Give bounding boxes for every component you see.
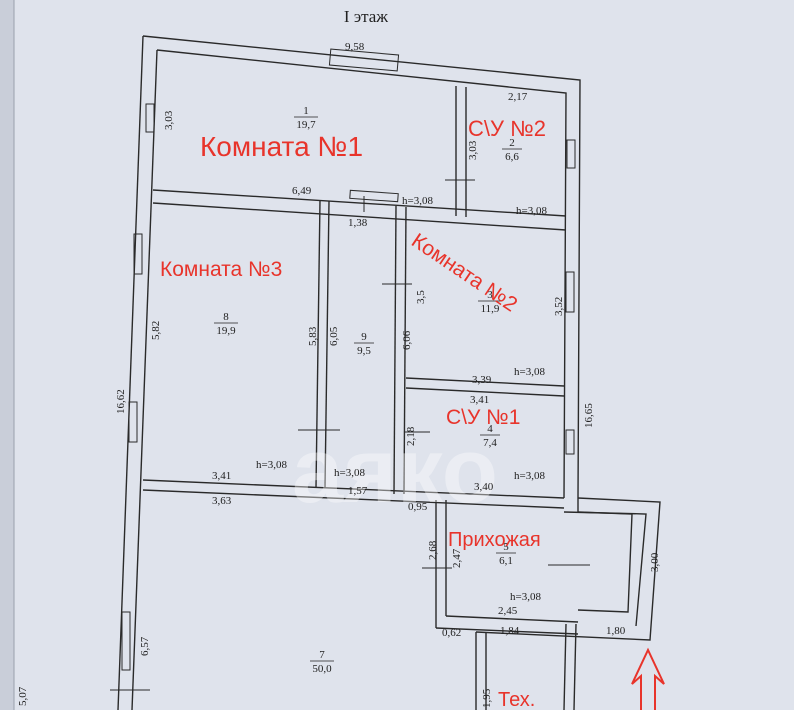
room-2-tag: 2 6,6 xyxy=(502,137,522,163)
room-area: 11,9 xyxy=(481,303,500,315)
dim-5-83: 5,83 xyxy=(307,326,319,346)
dim-0-62: 0,62 xyxy=(442,627,461,639)
dim-2-18: 2,18 xyxy=(405,426,417,446)
windows xyxy=(121,48,576,671)
label-hallway: Прихожая xyxy=(448,529,541,551)
room-3-tag: 3 11,9 xyxy=(478,289,502,315)
door-marks xyxy=(110,179,590,691)
interior-walls xyxy=(142,86,579,710)
room-number: 4 xyxy=(487,423,493,435)
room-area: 6,6 xyxy=(505,151,519,163)
dim-6-05: 6,05 xyxy=(328,326,340,346)
room-number: 7 xyxy=(319,649,325,661)
height-room-5: h=3,08 xyxy=(510,591,541,603)
dim-1-38: 1,38 xyxy=(348,217,368,229)
dim-6-57: 6,57 xyxy=(139,636,151,656)
room-number: 9 xyxy=(361,331,367,343)
room-number: 1 xyxy=(303,105,309,117)
room-tags: 1 19,7 2 6,6 3 11,9 4 7,4 5 6,1 7 50,0 xyxy=(214,105,522,675)
room-number: 5 xyxy=(503,541,509,553)
floor-title: I этаж xyxy=(344,7,388,26)
room-7-tag: 7 50,0 xyxy=(310,649,334,675)
height-room-2: h=3,08 xyxy=(516,205,547,217)
room-area: 6,1 xyxy=(499,555,513,567)
room-area: 19,9 xyxy=(216,325,236,337)
room-area: 19,7 xyxy=(296,119,316,131)
dim-3-39: 3,39 xyxy=(472,374,492,386)
label-bath-2: С\У №2 xyxy=(468,116,546,141)
room-area: 50,0 xyxy=(312,663,332,675)
label-tech-room: Тех. xyxy=(498,689,535,710)
height-room-1: h=3,08 xyxy=(402,195,433,207)
dim-3-00: 3,00 xyxy=(649,552,661,572)
outer-walls xyxy=(117,35,661,710)
room-9-tag: 9 9,5 xyxy=(354,331,374,357)
dim-1-95: 1,95 xyxy=(481,688,493,708)
room-number: 3 xyxy=(487,289,493,301)
dim-3-40: 3,40 xyxy=(474,481,494,493)
entrance-arrow-icon xyxy=(631,647,665,710)
dim-2-17: 2,17 xyxy=(508,91,528,103)
room-area: 7,4 xyxy=(483,437,497,449)
dim-16-65: 16,65 xyxy=(583,403,595,428)
room-number: 8 xyxy=(223,311,229,323)
room-area: 9,5 xyxy=(357,345,371,357)
height-room-4: h=3,08 xyxy=(514,470,545,482)
dim-6-49: 6,49 xyxy=(292,185,312,197)
dim-5-82: 5,82 xyxy=(150,321,162,340)
ceiling-heights: h=3,08 h=3,08 h=3,08 h=3,08 h=3,08 h=3,0… xyxy=(256,195,547,603)
dim-1-84: 1,84 xyxy=(500,625,520,637)
dim-3-52: 3,52 xyxy=(553,297,565,316)
label-room-1: Комната №1 xyxy=(200,131,363,162)
height-room-9: h=3,08 xyxy=(334,467,365,479)
dim-3-5: 3,5 xyxy=(415,290,427,304)
dim-2-47: 2,47 xyxy=(451,548,463,568)
watermark: аяко xyxy=(292,420,498,522)
dim-3-63: 3,63 xyxy=(212,495,232,507)
dim-9-58: 9,58 xyxy=(345,41,365,53)
dim-6-06: 6,06 xyxy=(401,330,413,350)
dim-5-07: 5,07 xyxy=(17,686,29,706)
room-number: 2 xyxy=(509,137,515,149)
room-1-tag: 1 19,7 xyxy=(294,105,318,131)
room-5-tag: 5 6,1 xyxy=(496,541,516,567)
height-room-8: h=3,08 xyxy=(256,459,287,471)
dim-3-41: 3,41 xyxy=(470,394,489,406)
dim-1-80: 1,80 xyxy=(606,625,626,637)
dim-16-62: 16,62 xyxy=(115,389,127,414)
dimension-labels: 9,58 3,03 2,17 3,03 6,49 1,38 5,82 5,83 … xyxy=(17,41,661,708)
dim-3-03-right: 3,03 xyxy=(467,140,479,160)
label-room-3: Комната №3 xyxy=(160,258,282,281)
label-bath-1: С\У №1 xyxy=(446,406,520,429)
dim-1-57: 1,57 xyxy=(348,485,368,497)
dim-3-41-b: 3,41 xyxy=(212,470,231,482)
dim-2-68: 2,68 xyxy=(427,540,439,560)
dim-0-95: 0,95 xyxy=(408,501,428,513)
room-8-tag: 8 19,9 xyxy=(214,311,238,337)
room-4-tag: 4 7,4 xyxy=(480,423,500,449)
page-edge xyxy=(0,0,14,710)
dim-2-45: 2,45 xyxy=(498,605,518,617)
height-room-3: h=3,08 xyxy=(514,366,545,378)
dim-3-03-left: 3,03 xyxy=(163,110,175,130)
